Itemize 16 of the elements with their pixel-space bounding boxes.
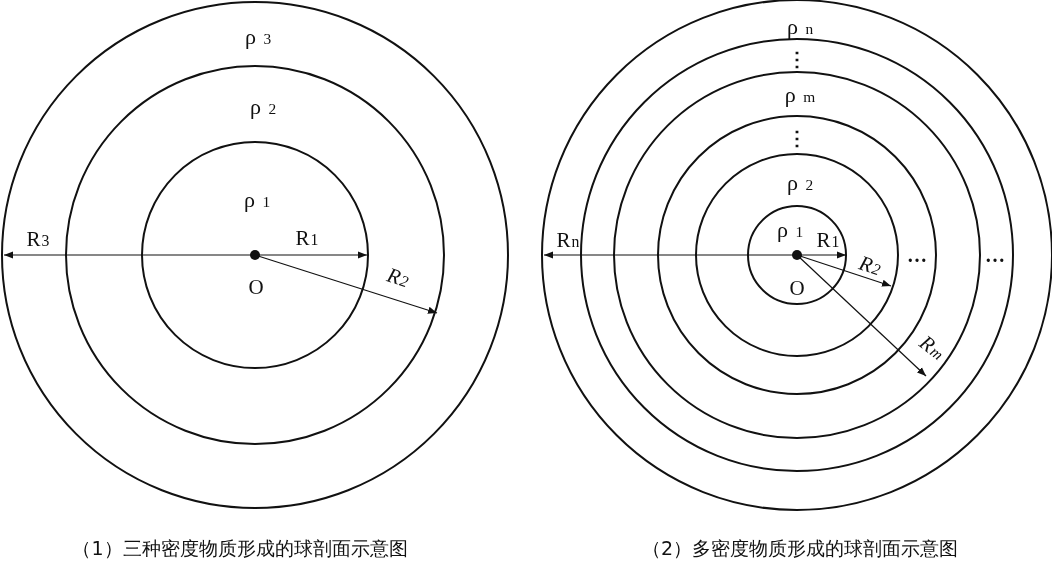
radius-label: R$_{2}$ [856, 251, 884, 281]
ring-circle [613, 71, 981, 439]
ellipsis-mark: … [907, 245, 927, 265]
figure-caption: （2）多密度物质形成的球剖面示意图 [641, 537, 959, 559]
figure-caption: （1）三种密度物质形成的球剖面示意图 [72, 537, 408, 559]
ring-circle [580, 38, 1014, 472]
ellipsis-mark: ⋮ [787, 128, 807, 148]
ellipsis-mark: ⋮ [787, 49, 807, 69]
origin-label: O [248, 276, 264, 300]
ring-circle [1, 1, 509, 509]
ring-circle [65, 65, 445, 445]
ellipsis-mark: … [985, 245, 1005, 265]
origin-label: O [789, 277, 805, 301]
ring-circle [695, 153, 899, 357]
radius-label: R$_{2}$ [384, 263, 412, 293]
ring-circle [541, 0, 1052, 511]
